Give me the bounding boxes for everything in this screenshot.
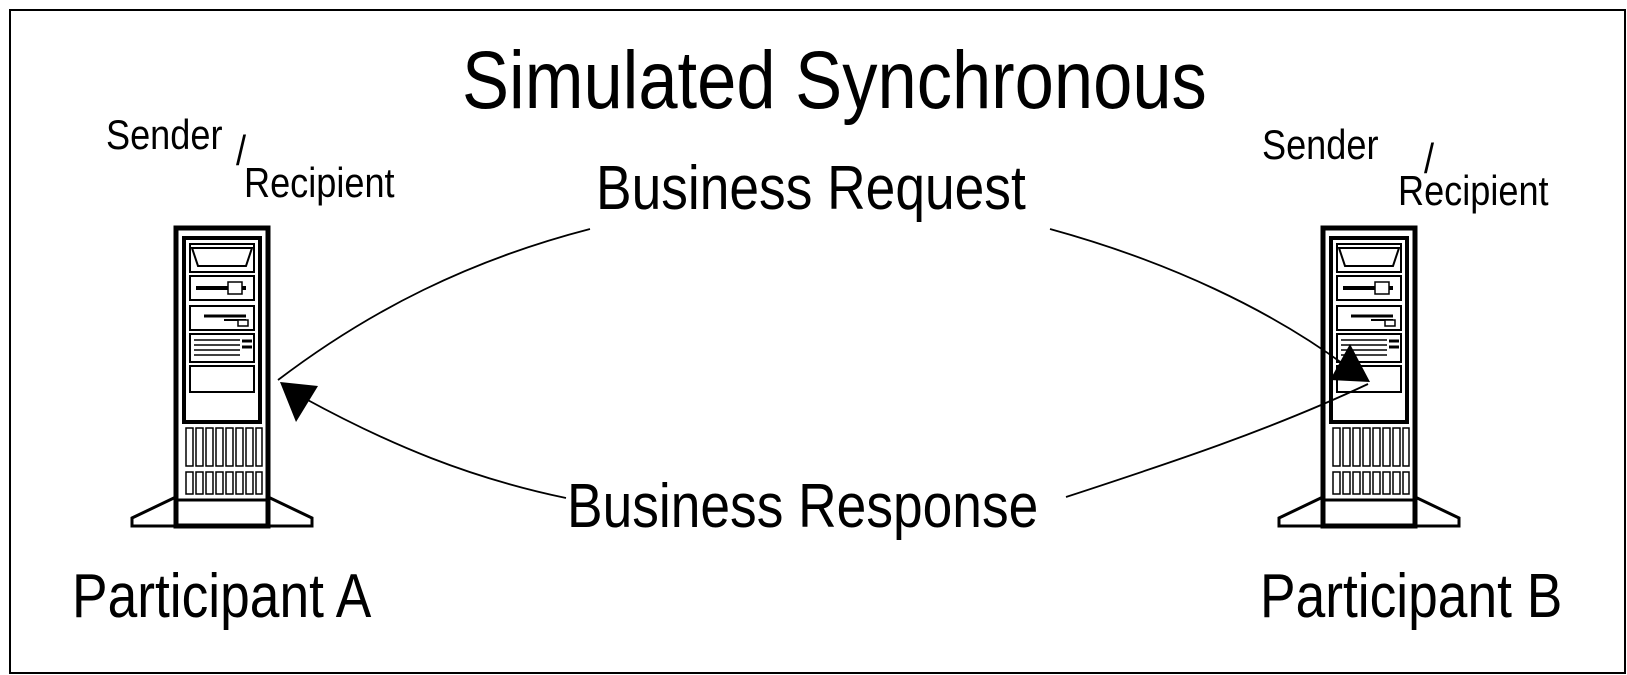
response-arrowhead <box>280 382 318 422</box>
participant-b-recipient-label: Recipient <box>1398 167 1549 214</box>
business-request-label: Business Request <box>596 154 1026 223</box>
response-arc-left <box>303 397 567 499</box>
participant-a-server-icon <box>132 228 312 526</box>
diagram-title: Simulated Synchronous <box>462 35 1207 126</box>
participant-a-recipient-label: Recipient <box>244 159 395 206</box>
request-arc-right <box>1049 228 1347 367</box>
participant-b-server-icon <box>1279 228 1459 526</box>
diagram-border <box>9 9 1626 674</box>
participant-b-sender-label: Sender <box>1262 121 1379 168</box>
business-response-label: Business Response <box>567 472 1039 541</box>
participant-a-name: Participant A <box>72 562 372 631</box>
participant-b-name: Participant B <box>1260 562 1563 631</box>
participant-a-sender-label: Sender <box>106 111 223 158</box>
response-arc-right <box>1065 383 1369 498</box>
request-arc-left <box>277 228 591 381</box>
participant-a-slash: / <box>236 127 247 174</box>
participant-b-slash: / <box>1424 135 1435 182</box>
request-arrowhead <box>1330 344 1370 382</box>
